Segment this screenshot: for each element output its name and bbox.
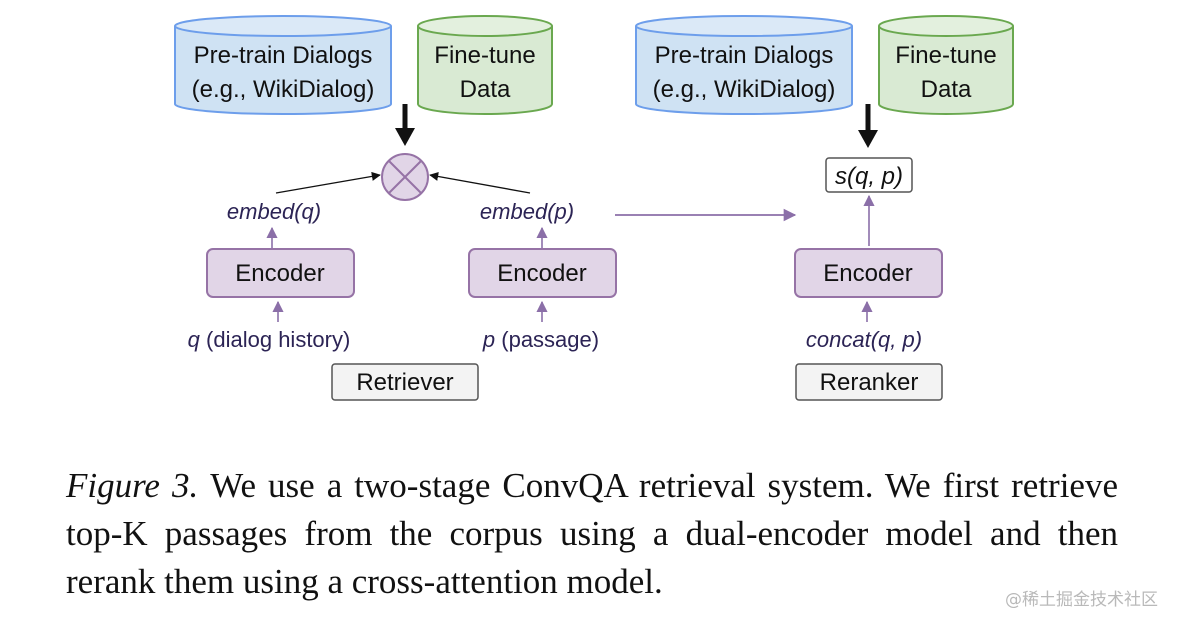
query-input-label: q (dialog history) — [188, 327, 351, 352]
embed-p-label: embed(p) — [480, 199, 574, 224]
reranker-pretrain-line2: (e.g., WikiDialog) — [653, 76, 836, 103]
retriever-stage-label: Retriever — [331, 363, 479, 401]
reranker-pretrain-database: Pre-train Dialogs (e.g., WikiDialog) — [635, 15, 853, 115]
watermark: @稀土掘金技术社区 — [1005, 590, 1158, 610]
retriever-passage-encoder: Encoder — [468, 248, 617, 298]
retriever-pretrain-line2: (e.g., WikiDialog) — [192, 76, 375, 103]
retriever-finetune-database: Fine-tune Data — [417, 15, 553, 115]
reranker-stage-label: Reranker — [795, 363, 943, 401]
retriever-pretrain-database: Pre-train Dialogs (e.g., WikiDialog) — [174, 15, 392, 115]
figure-label: Figure 3. — [66, 466, 199, 505]
query-input-var: q — [188, 327, 201, 352]
embed-p-to-combine-arrow — [429, 171, 531, 194]
encoder-left-label: Encoder — [235, 260, 324, 287]
architecture-diagram: Pre-train Dialogs (e.g., WikiDialog) Fin… — [174, 15, 1014, 401]
reranker-encoder: Encoder — [794, 248, 943, 298]
retriever-query-encoder: Encoder — [206, 248, 355, 298]
combine-op-icon — [381, 153, 429, 201]
retriever-finetune-line1: Fine-tune — [434, 42, 535, 69]
embed-q-to-combine-arrow — [275, 171, 381, 194]
retriever-finetune-line2: Data — [460, 76, 511, 103]
retriever-pretrain-line1: Pre-train Dialogs — [194, 42, 373, 69]
caption-text: We use a two-stage ConvQA retrieval syst… — [66, 466, 1118, 601]
reranker-stage-text: Reranker — [820, 369, 919, 396]
encoder-right-label: Encoder — [497, 260, 586, 287]
passage-input-desc: (passage) — [495, 327, 599, 352]
reranker-pretrain-line1: Pre-train Dialogs — [655, 42, 834, 69]
retriever-stage-text: Retriever — [356, 369, 453, 396]
reranker-finetune-line1: Fine-tune — [895, 42, 996, 69]
retriever-training-arrow — [395, 104, 415, 146]
score-label: s(q, p) — [835, 163, 903, 190]
figure-caption: Figure 3.We use a two-stage ConvQA retri… — [66, 462, 1118, 606]
query-input-desc: (dialog history) — [200, 327, 350, 352]
passage-input-label: p (passage) — [482, 327, 599, 352]
reranker-encoder-label: Encoder — [823, 260, 912, 287]
embed-q-label: embed(q) — [227, 199, 321, 224]
reranker-training-arrow — [858, 104, 878, 148]
reranker-finetune-line2: Data — [921, 76, 972, 103]
reranker-finetune-database: Fine-tune Data — [878, 15, 1014, 115]
score-box: s(q, p) — [825, 157, 913, 193]
passage-input-var: p — [482, 327, 495, 352]
concat-input-label: concat(q, p) — [806, 327, 922, 352]
